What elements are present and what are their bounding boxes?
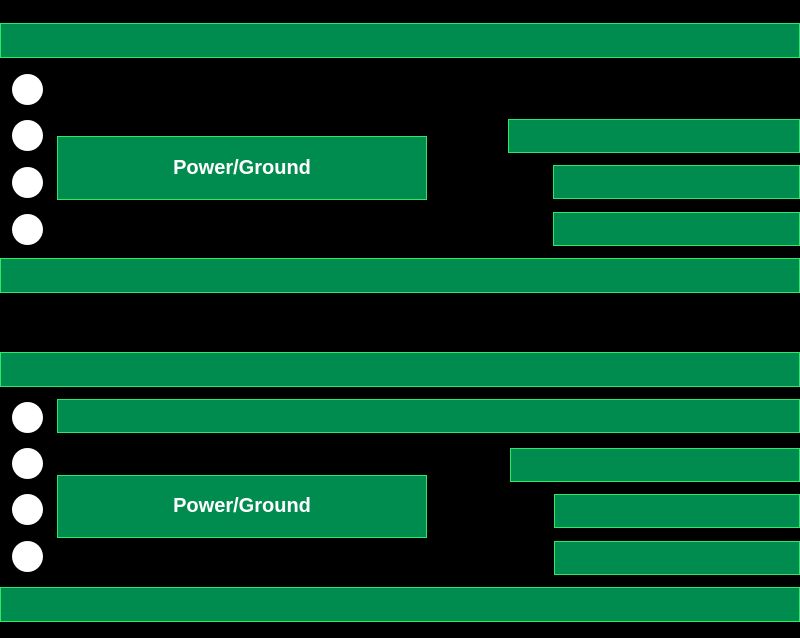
signal-trace	[553, 212, 800, 246]
via-hole	[12, 402, 43, 433]
via-hole	[12, 214, 43, 245]
signal-trace	[57, 399, 800, 433]
signal-trace	[508, 119, 800, 153]
bottom-bus-trace	[0, 258, 800, 293]
board-section-top: Power/Ground	[0, 0, 800, 300]
signal-trace	[510, 448, 800, 482]
top-bus-trace	[0, 352, 800, 387]
via-hole	[12, 120, 43, 151]
power-ground-plane: Power/Ground	[57, 475, 427, 538]
top-bus-trace	[0, 23, 800, 58]
via-hole	[12, 448, 43, 479]
power-ground-plane: Power/Ground	[57, 136, 427, 200]
via-hole	[12, 541, 43, 572]
plane-label: Power/Ground	[173, 156, 311, 179]
bottom-bus-trace	[0, 587, 800, 622]
plane-label: Power/Ground	[173, 495, 311, 517]
via-hole	[12, 494, 43, 525]
signal-trace	[554, 541, 800, 575]
via-hole	[12, 74, 43, 105]
signal-trace	[553, 165, 800, 199]
signal-trace	[554, 494, 800, 528]
board-section-bottom: Power/Ground	[0, 330, 800, 638]
via-hole	[12, 167, 43, 198]
